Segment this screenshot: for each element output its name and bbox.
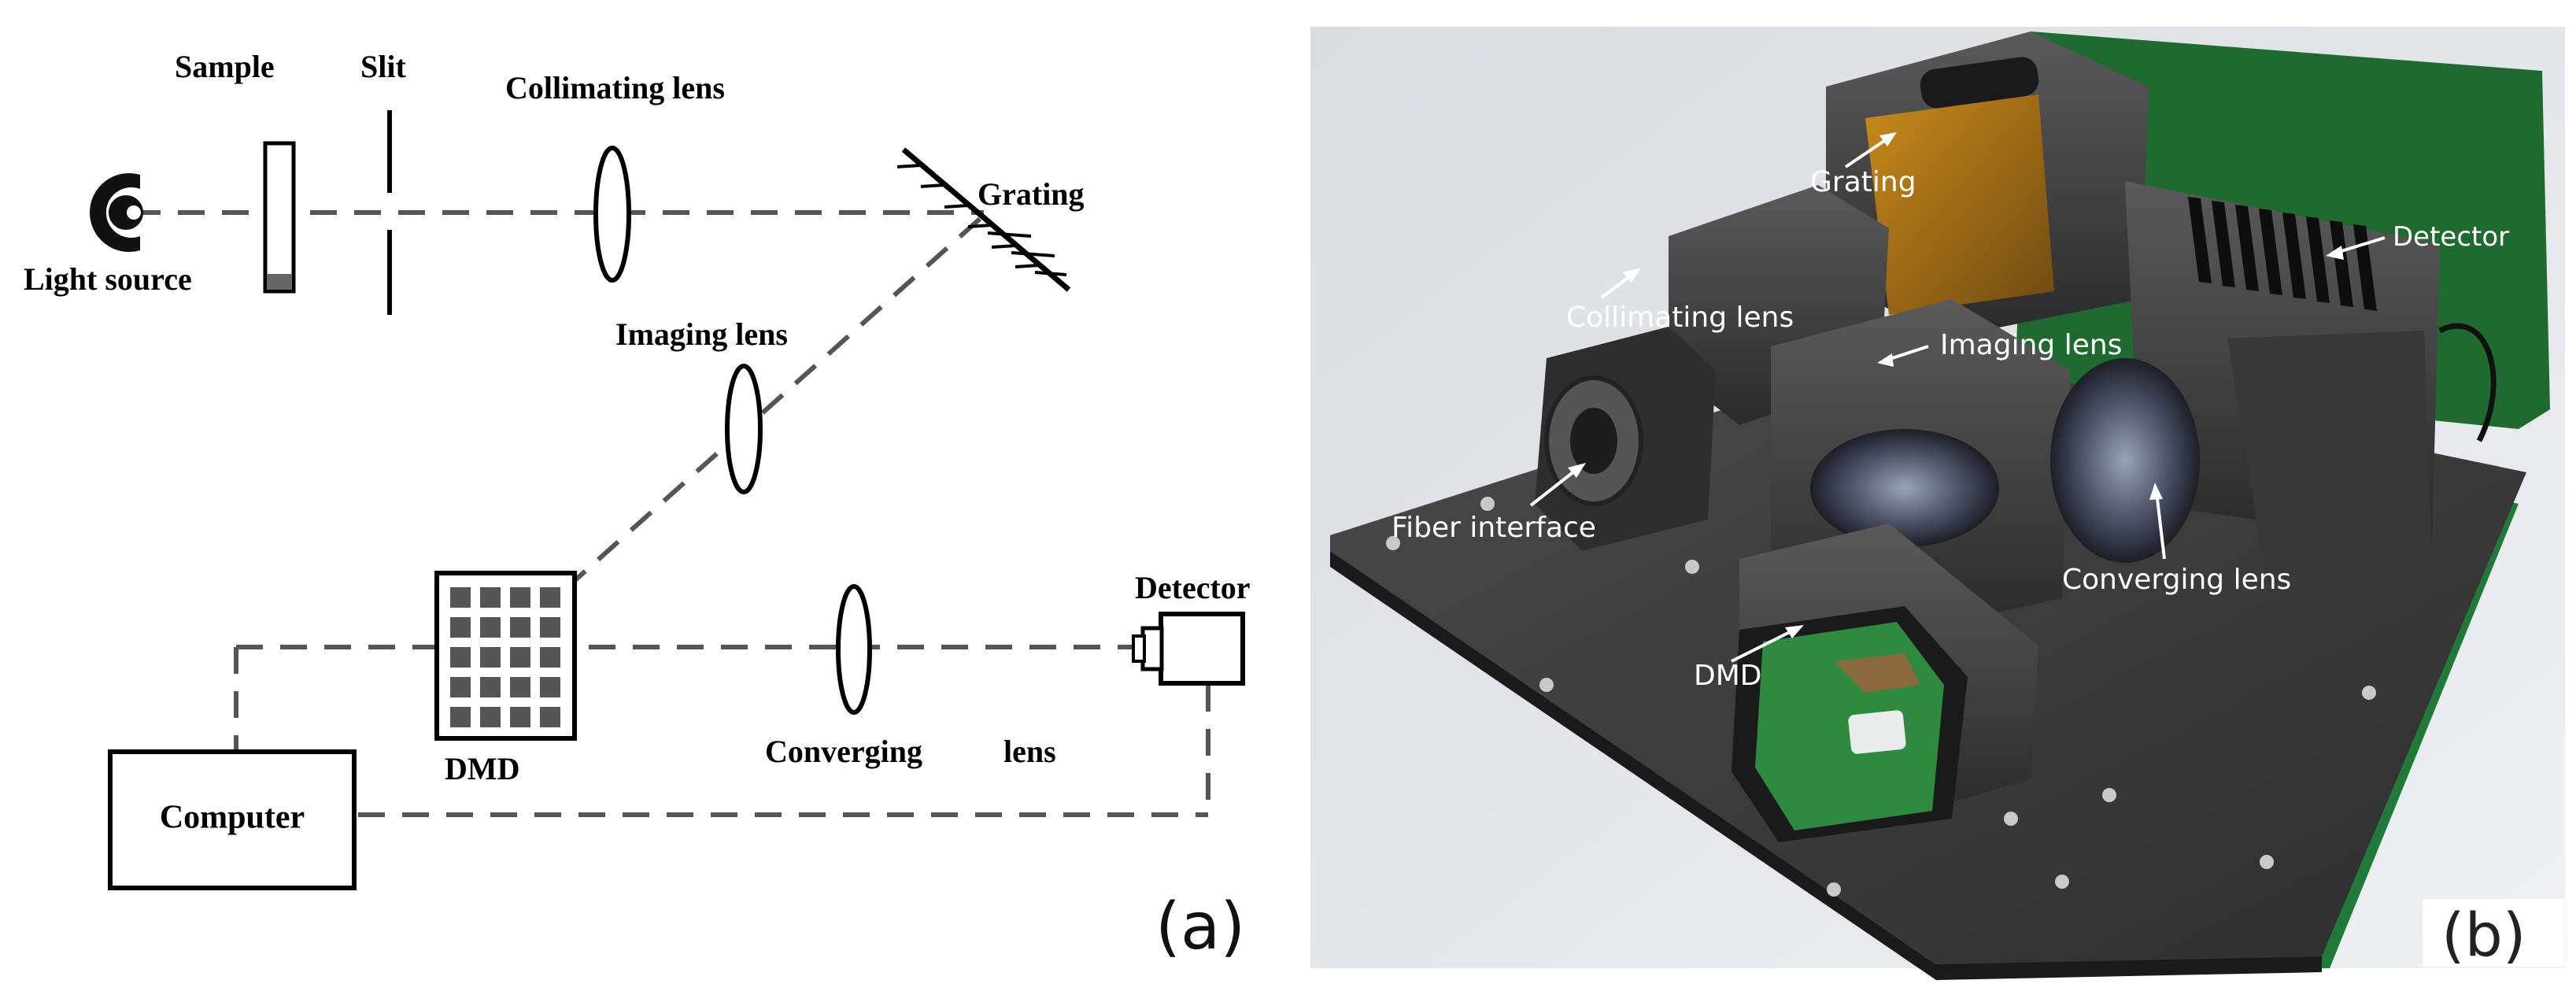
photo-label-fiber-interface: Fiber interface <box>1391 512 1596 544</box>
dmd-mirror <box>480 587 501 608</box>
detector-fin <box>2330 220 2353 307</box>
label-collimating-lens: Collimating lens <box>505 70 725 105</box>
screw <box>1685 560 1699 574</box>
arrowhead-dmd <box>1785 625 1804 638</box>
dmd-mirror-array <box>450 587 560 727</box>
converging-lens-glass <box>2050 358 2200 563</box>
arrowhead-fiber <box>1568 463 1586 478</box>
label-light-source: Light source <box>24 261 192 297</box>
panel-a-schematic: Light source Sample Slit Collimating len… <box>24 49 1251 964</box>
photo-label-imaging-lens: Imaging lens <box>1940 329 2122 361</box>
grating-shape <box>896 147 1071 292</box>
screw <box>1480 497 1495 511</box>
arrowhead-converging <box>2149 483 2163 500</box>
dmd-shape <box>434 571 577 741</box>
dmd-mirror <box>450 647 471 668</box>
computer-box <box>108 749 357 890</box>
photo-label-dmd: DMD <box>1694 660 1762 692</box>
screw <box>2260 855 2274 869</box>
dmd-mirror <box>480 677 501 697</box>
panel-label-b: (b) <box>2441 900 2526 970</box>
detector-fin <box>2235 205 2259 291</box>
detector-cable <box>2438 323 2497 442</box>
detector-fin <box>2282 213 2306 299</box>
panel-b-annotations: Grating Detector Collimating lens Imagin… <box>1391 132 2509 692</box>
beam-grating-to-dmd <box>553 216 981 601</box>
grating-slot <box>1920 57 2039 109</box>
arrow-grating <box>1844 136 1890 168</box>
base-plate-edge <box>1330 551 2322 980</box>
dmd-mirror <box>450 617 471 638</box>
dmd-mirror <box>510 707 530 727</box>
dmd-mirror <box>450 677 471 697</box>
dmd-mirror <box>540 677 560 697</box>
dmd-mirror <box>540 647 560 668</box>
panel-label-a: (a) <box>1155 890 1245 964</box>
panel-b-photo: Grating Detector Collimating lens Imagin… <box>1310 27 2565 980</box>
label-grating: Grating <box>978 176 1085 212</box>
screw <box>1386 536 1400 550</box>
imaging-lens-glass <box>1810 429 1999 547</box>
arrow-fiber <box>1529 467 1580 507</box>
detector-fin <box>2188 197 2212 283</box>
arrowhead-collimating <box>1623 268 1641 283</box>
label-slit: Slit <box>360 49 406 84</box>
screw <box>2004 812 2018 826</box>
label-computer: Computer <box>160 800 305 836</box>
photo-label-grating: Grating <box>1810 166 1916 198</box>
dmd-mirror <box>450 707 471 727</box>
dmd-chip-board <box>1732 606 1968 842</box>
label-sample: Sample <box>175 49 275 84</box>
label-converging-lens: Converging <box>765 734 922 769</box>
dmd-mirror <box>540 617 560 638</box>
detector-fin <box>2306 216 2330 303</box>
dmd-mirror <box>480 647 501 668</box>
panel-label-b-box <box>2423 899 2564 967</box>
arrowhead-detector <box>2326 246 2344 260</box>
dmd-mirror <box>480 617 501 638</box>
fiber-interface-part <box>1535 327 1716 551</box>
dmd-mirror <box>540 707 560 727</box>
detector-fin <box>2259 209 2282 295</box>
detector-shape <box>1132 612 1245 686</box>
grating-element <box>1865 94 2054 315</box>
imaging-lens-shape <box>725 364 763 494</box>
dmd-mirror <box>540 587 560 608</box>
detector-fin <box>2212 201 2235 287</box>
sample-cuvette <box>263 141 296 294</box>
detector-fins <box>2188 197 2377 311</box>
label-converging-lens-word2: lens <box>1003 734 1056 769</box>
label-detector: Detector <box>1135 570 1251 605</box>
dmd-mirror <box>510 677 530 697</box>
right-side-block <box>2227 331 2432 583</box>
label-dmd: DMD <box>445 751 520 786</box>
screw <box>2055 875 2069 889</box>
screw <box>2362 686 2376 700</box>
screw <box>2102 788 2116 802</box>
photo-label-collimating-lens: Collimating lens <box>1566 301 1794 334</box>
dmd-mirror <box>510 647 530 668</box>
arrow-converging <box>2155 491 2166 560</box>
screw <box>1539 678 1554 692</box>
photo-label-detector: Detector <box>2393 221 2509 253</box>
arrow-dmd <box>1731 628 1795 663</box>
arrowhead-grating <box>1879 132 1897 146</box>
photo-label-converging-lens: Converging lens <box>2062 564 2291 596</box>
converging-lens-shape <box>836 584 872 715</box>
arrowhead-imaging <box>1877 353 1894 367</box>
dmd-mirror <box>450 587 471 608</box>
dmd-mirror <box>510 587 530 608</box>
light-source-icon <box>89 172 143 253</box>
dmd-mirror <box>480 707 501 727</box>
screw <box>1827 882 1841 897</box>
collimating-lens-shape <box>593 146 631 283</box>
label-imaging-lens: Imaging lens <box>615 316 788 352</box>
dmd-mirror <box>510 617 530 638</box>
